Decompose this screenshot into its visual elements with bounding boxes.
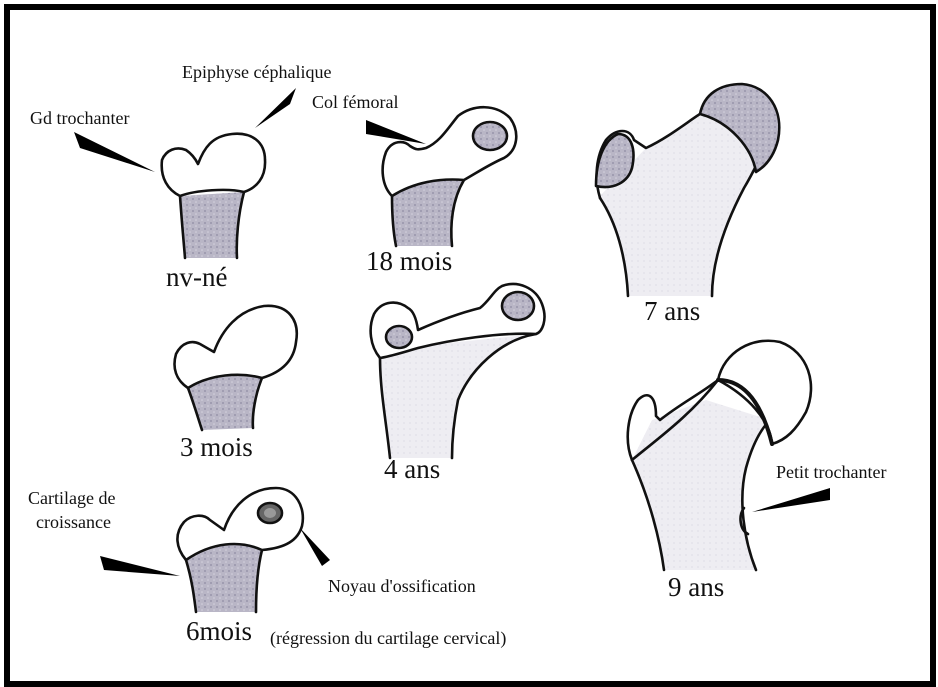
label-cartilage-line1: Cartilage de — [28, 488, 115, 509]
label-epiphyse: Epiphyse céphalique — [182, 62, 331, 83]
label-gd-trochanter: Gd trochanter — [30, 108, 129, 129]
femur-6-months — [177, 488, 302, 612]
femur-9-years — [628, 341, 811, 570]
arrow-col-femoral — [366, 120, 426, 144]
arrow-cartilage — [100, 556, 180, 576]
stage-9-years: 9 ans — [668, 572, 724, 603]
stage-newborn: nv-né — [166, 262, 227, 293]
label-noyau: Noyau d'ossification — [328, 576, 476, 597]
stage-4-years: 4 ans — [384, 454, 440, 485]
stage-3-months: 3 mois — [180, 432, 253, 463]
stage-18-months: 18 mois — [366, 246, 452, 277]
stage-7-years: 7 ans — [644, 296, 700, 327]
stage-6-months: 6mois — [186, 616, 252, 647]
femur-4-years — [371, 284, 545, 458]
label-cartilage-line2: croissance — [36, 512, 111, 533]
label-regression: (régression du cartilage cervical) — [270, 628, 506, 649]
label-petit-trochanter: Petit trochanter — [776, 462, 886, 483]
femur-newborn — [162, 134, 265, 258]
femur-18-months — [383, 107, 517, 246]
arrow-noyau — [300, 528, 330, 566]
femur-7-years — [596, 84, 779, 296]
arrow-petit-trochanter — [752, 488, 830, 512]
arrow-epiphyse — [255, 88, 296, 128]
arrow-gd-trochanter — [74, 132, 155, 172]
femur-3-months — [175, 306, 297, 430]
label-col-femoral: Col fémoral — [312, 92, 398, 113]
